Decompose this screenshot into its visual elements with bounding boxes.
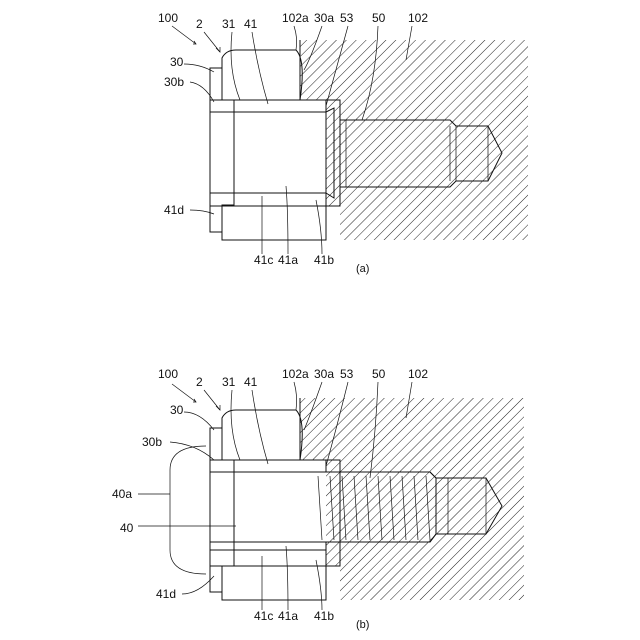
label-102a-b: 102a bbox=[282, 367, 309, 381]
label-31-b: 31 bbox=[222, 375, 236, 389]
label-2-b: 2 bbox=[196, 375, 203, 389]
label-102a-a: 102a bbox=[282, 11, 309, 25]
sleeve-upper-b bbox=[210, 460, 326, 472]
caption-b: (b) bbox=[356, 619, 369, 631]
shank-bore-a bbox=[210, 112, 326, 193]
label-53-b: 53 bbox=[340, 367, 354, 381]
base-102-b bbox=[300, 398, 524, 600]
label-41-a: 41 bbox=[244, 17, 258, 31]
sleeve-lower-b bbox=[210, 550, 326, 566]
label-100-a: 100 bbox=[158, 11, 178, 25]
collar-lower-a bbox=[222, 206, 326, 240]
label-30-b: 30 bbox=[170, 403, 184, 417]
label-41a-a: 41a bbox=[278, 253, 298, 267]
collar-upper-a bbox=[222, 50, 302, 100]
label-102-b: 102 bbox=[408, 367, 428, 381]
figure-b: 100 2 31 41 102a 30a 53 50 102 30 30b 40… bbox=[112, 367, 524, 631]
label-50-b: 50 bbox=[372, 367, 386, 381]
label-100-b: 100 bbox=[158, 367, 178, 381]
label-31-a: 31 bbox=[222, 17, 236, 31]
label-40a-b: 40a bbox=[112, 487, 132, 501]
label-30a-a: 30a bbox=[314, 11, 334, 25]
label-41c-a: 41c bbox=[254, 253, 273, 267]
label-41c-b: 41c bbox=[254, 609, 273, 623]
label-50-a: 50 bbox=[372, 11, 386, 25]
label-30b-a: 30b bbox=[164, 75, 184, 89]
caption-a: (a) bbox=[356, 263, 369, 275]
label-41-b: 41 bbox=[244, 375, 258, 389]
label-41d-b: 41d bbox=[156, 587, 176, 601]
collar-lower-b bbox=[222, 566, 326, 600]
label-102-a: 102 bbox=[408, 11, 428, 25]
bracket-40a bbox=[170, 446, 206, 574]
collar-upper-b bbox=[222, 410, 302, 460]
label-53-a: 53 bbox=[340, 11, 354, 25]
label-41b-a: 41b bbox=[314, 253, 334, 267]
label-41a-b: 41a bbox=[278, 609, 298, 623]
label-40-b: 40 bbox=[120, 521, 134, 535]
figure-a: 100 2 31 41 102a 30a 53 50 102 30 30b 41… bbox=[158, 11, 528, 275]
label-2-a: 2 bbox=[196, 17, 203, 31]
label-41d-a: 41d bbox=[164, 203, 184, 217]
label-30-a: 30 bbox=[170, 55, 184, 69]
label-30b-b: 30b bbox=[142, 435, 162, 449]
label-30a-b: 30a bbox=[314, 367, 334, 381]
label-41b-b: 41b bbox=[314, 609, 334, 623]
sleeve-upper-a bbox=[210, 100, 326, 112]
sleeve-lower-a bbox=[210, 193, 326, 206]
